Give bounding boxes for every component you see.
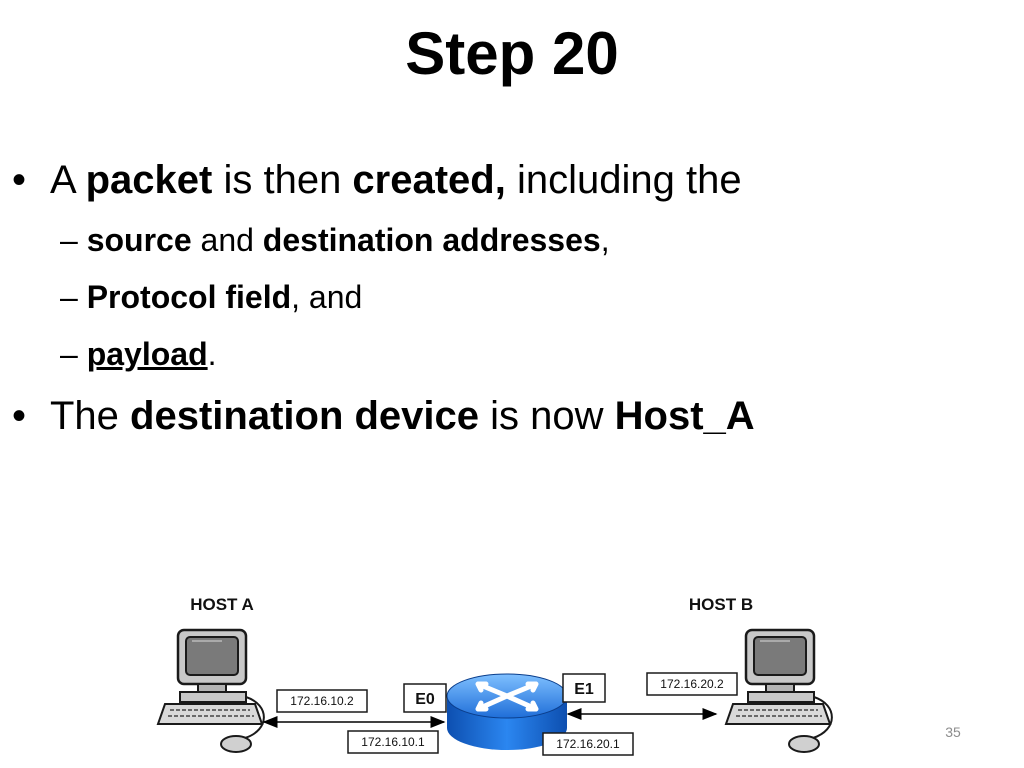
sub-bullet-marker: –: [60, 336, 78, 372]
sub-bullet-text: Protocol field: [86, 279, 292, 315]
bullet-text: is then: [212, 158, 353, 202]
sub-bullet-marker: –: [60, 222, 78, 258]
host-a-ip: 172.16.10.2: [290, 694, 354, 708]
sub-bullet-payload: – payload.: [60, 334, 217, 374]
sub-bullet-protocol: – Protocol field, and: [60, 277, 362, 317]
bullet-text: is now: [479, 394, 615, 438]
router-e0-ip: 172.16.10.1: [361, 735, 425, 749]
host-b-label: HOST B: [689, 595, 753, 614]
host-a-label: HOST A: [190, 595, 254, 614]
sub-bullet-addresses: – source and destination addresses,: [60, 220, 610, 260]
slide-number: 35: [945, 724, 961, 740]
router-e1-label: E1: [574, 681, 594, 698]
sub-bullet-text: ,: [600, 222, 610, 258]
sub-bullet-text: source: [86, 222, 192, 258]
bullet-marker: •: [12, 158, 27, 202]
sub-bullet-text: payload: [86, 336, 208, 372]
router-e0-label: E0: [415, 691, 435, 708]
bullet-text: Host_A: [614, 394, 755, 438]
computer-icon: [156, 628, 265, 753]
sub-bullet-text: , and: [291, 279, 363, 315]
bullet-destination-device: • The destination device is now Host_A: [12, 392, 755, 440]
bullet-text: including the: [505, 158, 742, 202]
sub-bullet-text: .: [207, 336, 217, 372]
sub-bullet-text: and: [191, 222, 263, 258]
router-icon: [446, 673, 568, 750]
bullet-packet-created: • A packet is then created, including the: [12, 156, 742, 204]
host-b-ip: 172.16.20.2: [660, 677, 724, 691]
sub-bullet-marker: –: [60, 279, 78, 315]
bullet-text: packet: [85, 158, 213, 202]
bullet-marker: •: [12, 394, 27, 438]
bullet-text: destination device: [130, 394, 480, 438]
bullet-text: The: [50, 394, 131, 438]
router-e1-ip: 172.16.20.1: [556, 737, 620, 751]
bullet-text: created,: [352, 158, 506, 202]
slide-title: Step 20: [405, 20, 619, 87]
computer-icon: [724, 628, 833, 753]
sub-bullet-text: destination addresses: [262, 222, 601, 258]
bullet-text: A: [50, 158, 86, 202]
